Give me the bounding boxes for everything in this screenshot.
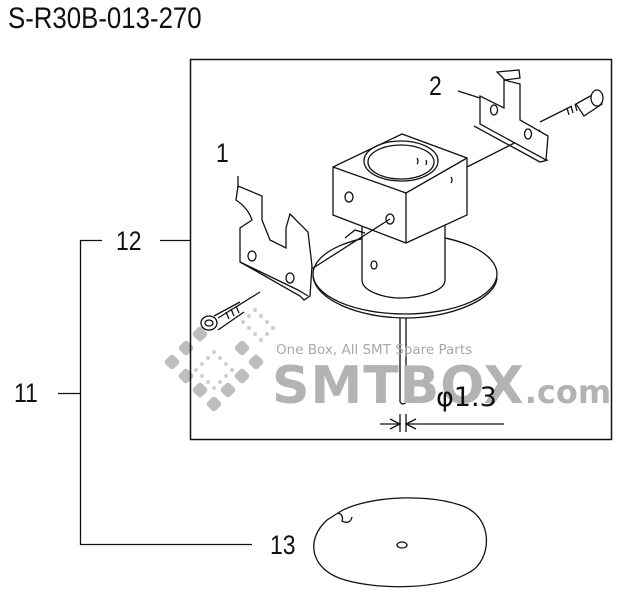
- callout-11: 11: [14, 378, 38, 408]
- part-number-title: S-R30B-013-270: [8, 2, 202, 35]
- screw-left: [200, 301, 245, 331]
- part-1-clip: [235, 176, 313, 301]
- flange-disc: [312, 233, 498, 405]
- callout-12: 12: [116, 226, 142, 256]
- watermark-brand-text: SMTBOX: [272, 356, 525, 416]
- screw-right: [566, 89, 604, 117]
- part-13-disc: [313, 497, 488, 588]
- callout-13: 13: [270, 530, 296, 560]
- watermark-tagline: One Box, All SMT Spare Parts: [276, 342, 473, 358]
- dimension-label: φ1.3: [436, 382, 497, 413]
- part-2-clip: [457, 69, 549, 163]
- nozzle-holder-body: [332, 133, 468, 299]
- watermark-logo-icon: [164, 308, 275, 412]
- callout-2: 2: [429, 71, 442, 101]
- watermark-domain: .com: [524, 373, 612, 411]
- watermark-brand: SMTBOX.com: [272, 360, 611, 412]
- assembly-frame: [189, 58, 613, 441]
- dimension-phi-1.3: [380, 414, 504, 432]
- callout-1: 1: [216, 138, 229, 168]
